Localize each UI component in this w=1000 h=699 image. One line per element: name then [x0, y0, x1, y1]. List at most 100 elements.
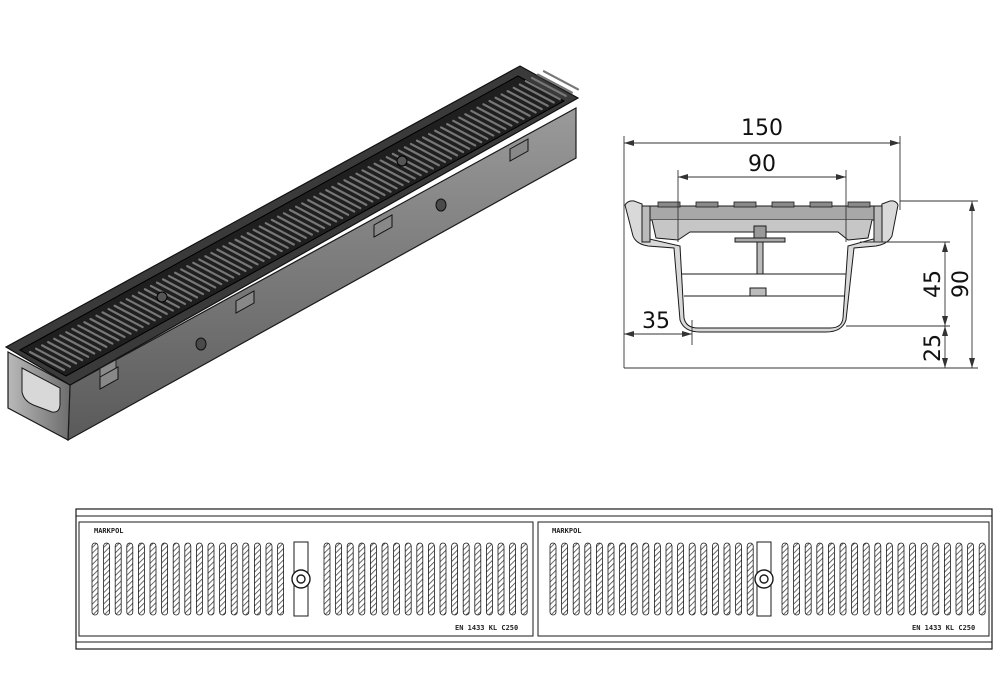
grate-slot: [101, 311, 138, 332]
grate-bar: [114, 542, 122, 616]
grate-bar: [874, 542, 882, 616]
grate-bar: [207, 542, 215, 616]
grate-bar: [561, 542, 568, 616]
grate-slot: [500, 93, 537, 114]
grate-bar: [219, 542, 227, 616]
dimension-arrows: [624, 140, 975, 368]
grate-slot: [77, 324, 114, 345]
grate-bar: [920, 542, 928, 616]
section-bolt-shaft: [756, 237, 764, 275]
norm-marking-left: EN 1433 KL C250: [455, 624, 518, 632]
dim-grate-depth: 45: [921, 270, 946, 298]
grate-bar: [195, 542, 203, 616]
grate-bar: [520, 542, 528, 616]
grate-bar: [474, 542, 482, 616]
grate-bar: [932, 542, 940, 616]
grate-bar: [851, 542, 858, 616]
channel-section-outline: [624, 200, 899, 333]
grate-teeth: [657, 201, 871, 208]
grate-slot: [403, 146, 440, 167]
grate-slot: [288, 208, 326, 230]
grate-slot: [198, 258, 235, 279]
section-bolt: [753, 225, 767, 239]
grate-bar: [346, 542, 354, 616]
dim-inner-width: 90: [748, 152, 776, 177]
grate-bar: [607, 542, 615, 616]
grate-bar: [665, 542, 673, 616]
grate-slots: [28, 70, 580, 372]
brand-marking-right: MARKPOL: [552, 527, 582, 535]
grate-slot: [210, 251, 247, 273]
grate-tooth: [809, 201, 833, 208]
grate-bar: [630, 542, 638, 616]
grate-bar: [584, 542, 592, 616]
grate-slot: [307, 198, 344, 220]
grate-slot: [149, 284, 187, 306]
grate-bar: [369, 542, 377, 616]
grate-bar: [677, 542, 684, 616]
grate-slot: [180, 268, 217, 289]
grate-tooth: [771, 201, 795, 208]
grate-slot: [530, 76, 567, 98]
grate-bar: [967, 542, 974, 616]
grate-bar: [909, 542, 916, 616]
grate-slot: [542, 70, 580, 91]
grate-bar: [253, 542, 261, 616]
grate-bar: [654, 542, 661, 616]
grate-bar: [323, 542, 331, 616]
grate-slot: [512, 86, 549, 107]
side-hole-icon: [435, 198, 447, 212]
grate-slot: [216, 248, 253, 269]
grate-bar: [549, 542, 557, 616]
grate-bar: [944, 542, 951, 616]
grate-bar: [735, 542, 742, 616]
grate-slot: [252, 228, 289, 249]
grate-section: [647, 205, 877, 221]
grate-bar: [242, 542, 250, 616]
grate-bar: [886, 542, 893, 616]
grate-slot: [270, 218, 307, 240]
side-clip: [373, 214, 393, 238]
grate-bars: [91, 542, 986, 616]
grate-slot: [234, 238, 271, 259]
grate-bar: [642, 542, 650, 616]
grate-slot: [276, 215, 314, 236]
channel-inner-profile: [21, 367, 61, 413]
grate-slot: [409, 142, 447, 164]
grate-slot: [59, 334, 96, 355]
grate-slot: [240, 235, 277, 256]
grate-slot: [282, 212, 320, 233]
grate-slot: [343, 179, 380, 200]
grate-bar: [439, 542, 447, 616]
grate-bar: [804, 542, 812, 616]
grate-bolt-icon: [396, 155, 408, 167]
grate-bar: [712, 542, 719, 616]
grate-bar: [828, 542, 835, 616]
grate-tooth: [657, 201, 681, 208]
grate-slot: [246, 232, 283, 253]
grate-slot: [373, 162, 410, 183]
norm-marking-right: EN 1433 KL C250: [912, 624, 975, 632]
grate-bar: [393, 542, 401, 616]
section-bolt-nut: [734, 237, 786, 243]
side-clip: [235, 290, 255, 314]
grate-slot: [186, 265, 223, 286]
grate-slot: [494, 96, 531, 117]
grate-bar: [723, 542, 731, 616]
grate-bar: [596, 542, 603, 616]
grate-slot: [40, 344, 78, 365]
grate-bar: [277, 542, 285, 616]
grate-bar: [381, 542, 389, 616]
grate-slot: [488, 99, 525, 121]
grate-slot: [264, 222, 301, 243]
grate-bar: [839, 542, 847, 616]
grate-frame-left: [641, 205, 651, 243]
grate-slot: [155, 281, 193, 302]
grate-slot: [355, 172, 392, 193]
grate-slot: [89, 317, 126, 339]
grate-tooth: [733, 201, 757, 208]
grate-bar: [793, 542, 800, 616]
bolt-icon: [759, 574, 769, 584]
grate-slot: [482, 103, 519, 124]
